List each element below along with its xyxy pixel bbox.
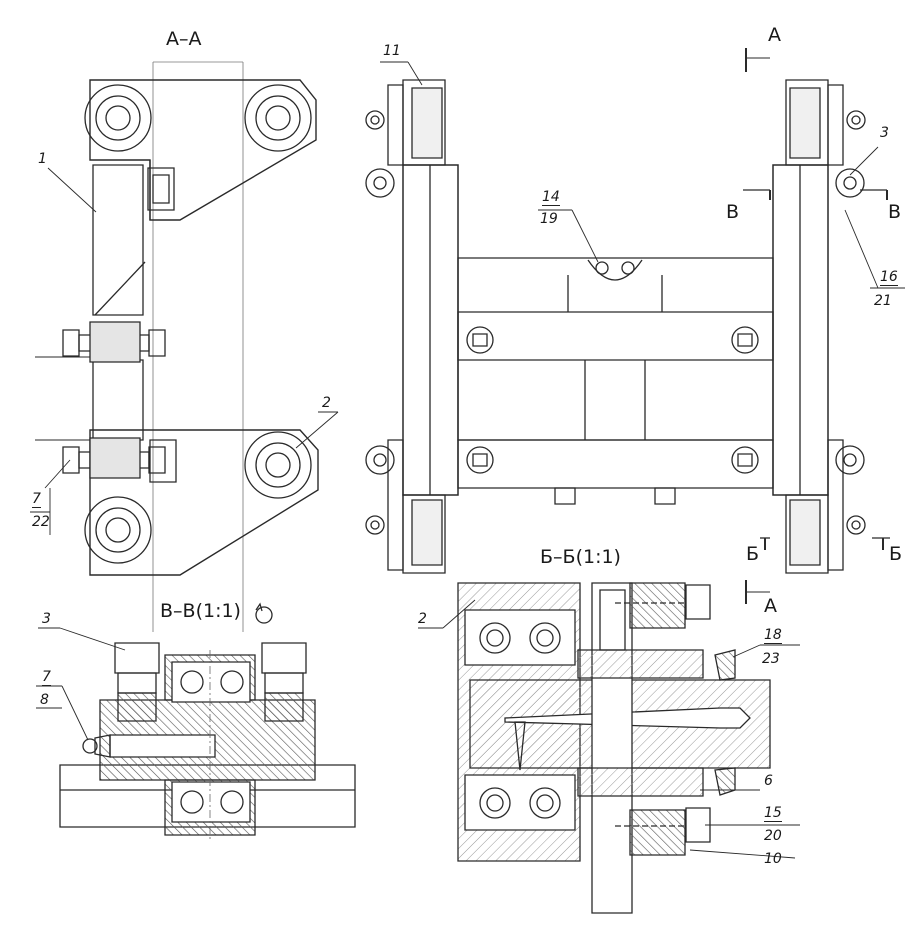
plan-wheel-bottom-right — [786, 440, 865, 573]
plan-wheel-bottom-left — [366, 440, 445, 573]
section-marker-b — [760, 538, 890, 550]
aa-roller-top-left — [85, 85, 151, 151]
aa-roller-bottom-left — [85, 497, 151, 563]
section-mark-b-right: Б — [889, 543, 903, 565]
view-vv — [36, 628, 355, 840]
callout-bb-15: 15 — [764, 805, 782, 822]
section-title-aa: А–А — [166, 28, 202, 50]
callout-plan-21: 21 — [874, 293, 892, 309]
section-mark-v-right: В — [888, 201, 902, 223]
view-plan — [366, 48, 905, 604]
callout-bb-18: 18 — [764, 627, 782, 644]
callout-plan-16: 16 — [880, 269, 898, 286]
callout-plan-3: 3 — [880, 125, 889, 141]
view-aa — [30, 62, 338, 632]
vv-bolt-right — [262, 643, 306, 721]
callout-bb-23: 23 — [762, 651, 780, 667]
aa-roller-mid-right — [245, 432, 311, 498]
section-mark-b-left: Б — [746, 543, 760, 565]
view-bb — [418, 583, 800, 913]
section-marker-a — [746, 48, 770, 604]
callout-plan-19: 19 — [540, 211, 558, 227]
aa-bolt-lower — [63, 438, 165, 478]
section-marker-v — [743, 190, 887, 200]
aa-bolt-upper — [63, 322, 165, 362]
section-title-vv: В–В(1:1) — [160, 600, 241, 622]
rotation-icon — [256, 604, 272, 623]
aa-roller-top-right — [245, 85, 311, 151]
callout-vv-8: 8 — [40, 692, 49, 708]
callout-bb-2: 2 — [418, 611, 427, 627]
callout-plan-14: 14 — [542, 189, 560, 206]
section-title-bb: Б–Б(1:1) — [540, 546, 621, 568]
section-mark-v-left: В — [726, 201, 740, 223]
callout-aa-22: 22 — [32, 514, 50, 530]
callout-bb-6: 6 — [764, 773, 773, 789]
callout-vv-3: 3 — [42, 611, 51, 627]
callout-aa-2: 2 — [322, 395, 331, 411]
callout-vv-7: 7 — [42, 669, 51, 686]
section-mark-a-top: А — [768, 24, 781, 46]
callout-plan-11: 11 — [383, 43, 401, 59]
callout-aa-1: 1 — [38, 151, 47, 167]
callout-bb-10: 10 — [764, 851, 782, 867]
plan-wheel-top-left — [366, 80, 445, 197]
section-mark-a-bottom: А — [764, 595, 777, 617]
plan-wheel-top-right — [786, 80, 865, 197]
callout-bb-20: 20 — [764, 828, 782, 844]
callout-aa-7: 7 — [32, 491, 41, 508]
vv-bolt-left — [115, 643, 159, 721]
